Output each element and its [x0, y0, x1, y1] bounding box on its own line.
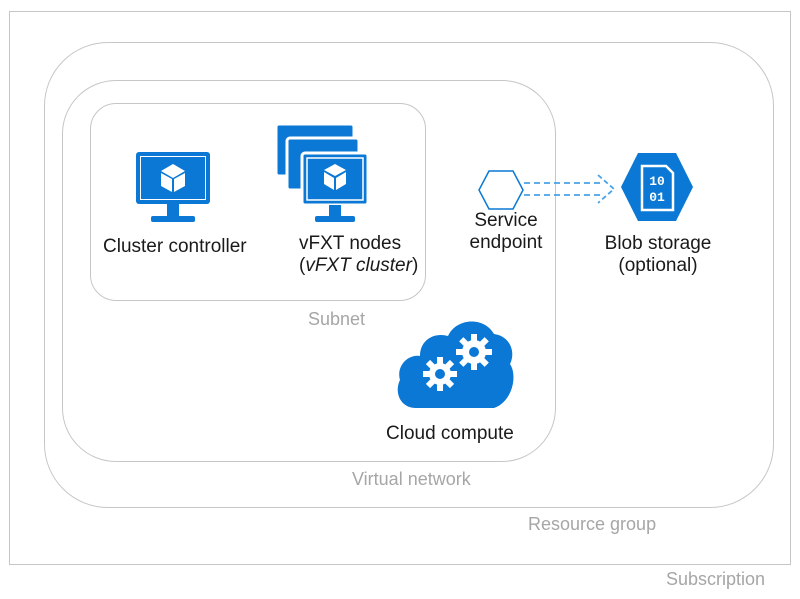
blob-storage-label: Blob storage (optional): [588, 233, 728, 277]
cloud-compute-label: Cloud compute: [386, 423, 514, 444]
subnet-boundary: [90, 103, 426, 301]
cluster-controller-label: Cluster controller: [103, 236, 247, 257]
vfxt-nodes-icon: [274, 122, 370, 222]
service-endpoint-line2: endpoint: [469, 232, 543, 253]
vfxt-cluster-open-paren: (: [299, 255, 306, 276]
vfxt-cluster-sublabel: vFXT cluster: [305, 255, 412, 276]
service-endpoint-line1: Service: [474, 210, 538, 231]
vfxt-nodes-title: vFXT nodes: [299, 233, 402, 254]
resource-group-label: Resource group: [528, 514, 657, 534]
blob-storage-line2: (optional): [618, 255, 698, 276]
blob-storage-line1: Blob storage: [604, 233, 712, 254]
service-endpoint-label: Service endpoint: [466, 210, 546, 254]
blob-glyph-line1: 10: [649, 174, 665, 189]
blob-glyph-line2: 01: [649, 190, 665, 205]
vfxt-cluster-close-paren: ): [411, 255, 419, 276]
resource-group-boundary: [44, 42, 774, 508]
blob-storage-icon: 10 01: [621, 153, 693, 221]
service-endpoint-icon: [478, 170, 524, 210]
virtual-network-boundary: [62, 80, 556, 462]
vfxt-nodes-label: vFXT nodes (vFXT cluster): [299, 233, 429, 277]
endpoint-to-blob-arrow: [524, 174, 616, 204]
subscription-boundary: [9, 11, 791, 565]
virtual-network-label: Virtual network: [352, 469, 471, 489]
subnet-label: Subnet: [308, 309, 366, 329]
cloud-compute-icon: [397, 321, 514, 408]
cluster-controller-icon: [136, 152, 210, 222]
subscription-label: Subscription: [666, 569, 766, 589]
